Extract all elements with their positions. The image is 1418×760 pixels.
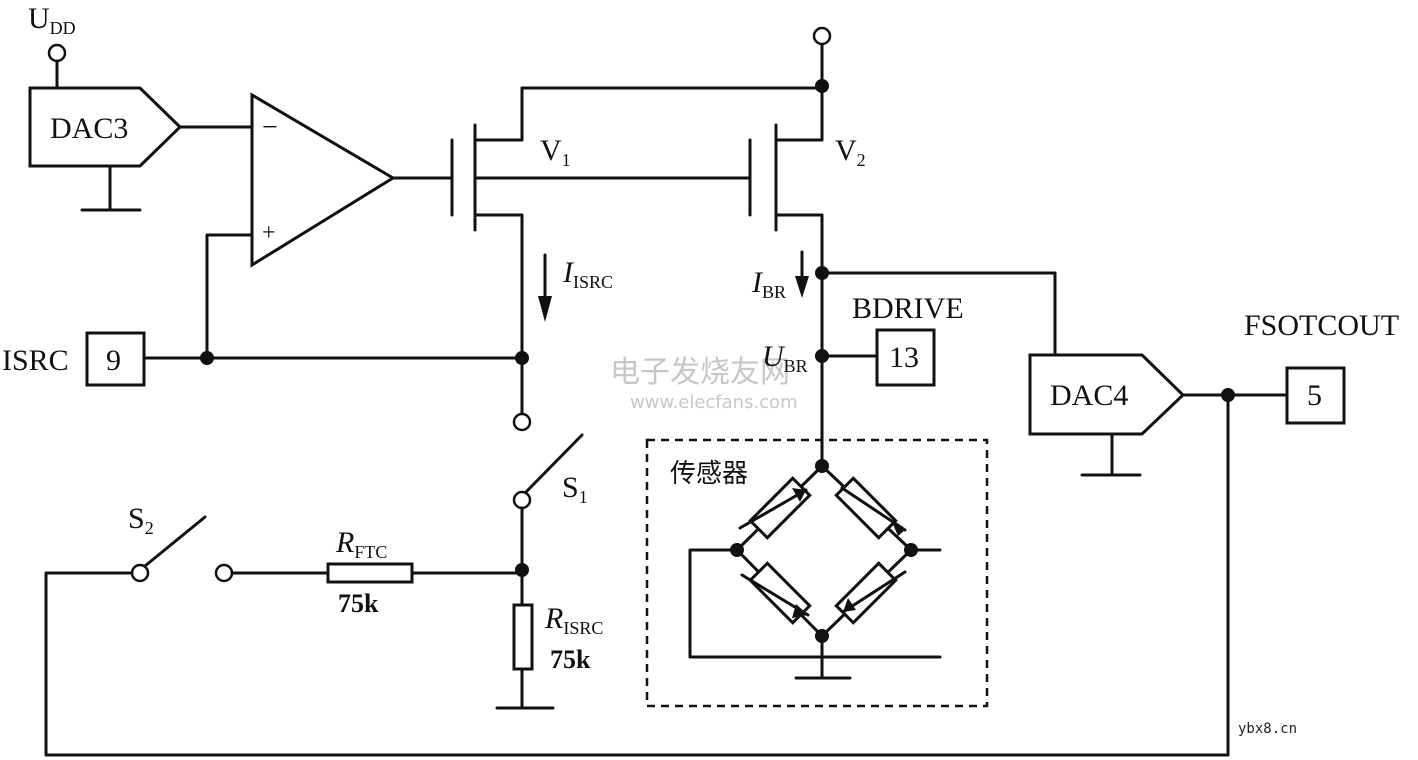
bridge-resistor-top-left: [748, 476, 812, 540]
current-ibr: IBR: [751, 250, 809, 302]
node-top-rail: [815, 79, 829, 93]
dac3-block: DAC3: [28, 86, 183, 212]
s2-label: S2: [128, 502, 154, 538]
rftc-label: RFTC: [335, 526, 387, 562]
pin-fsotcout-name: FSOTCOUT: [1244, 309, 1399, 342]
switch-s1: S1: [512, 433, 588, 510]
pin-bdrive: BDRIVE 13: [852, 292, 964, 387]
top-supply-terminal: [812, 26, 832, 46]
opamp-plus: +: [262, 220, 276, 246]
bridge-node-top: [815, 459, 829, 473]
transistor-v2: V2: [748, 86, 866, 462]
isrc-current-label: IISRC: [562, 256, 613, 292]
wire-to-dac4: [820, 271, 1057, 357]
dac4-label: DAC4: [1050, 379, 1128, 412]
dac3-label: DAC3: [50, 112, 128, 145]
ibr-arrow: [795, 276, 809, 298]
risrc-label: RISRC: [544, 602, 603, 638]
switch-s2: S2: [128, 502, 234, 583]
s1-label: S1: [562, 471, 588, 507]
pin-bdrive-number: 13: [889, 341, 919, 374]
bridge-resistor-top-right: [834, 476, 898, 540]
v1-label: V1: [540, 134, 571, 170]
watermark-chinese: 电子发烧友网: [610, 355, 790, 390]
watermark-url: www.elecfans.com: [630, 392, 798, 413]
bridge-resistor-bottom-right: [834, 561, 898, 625]
footer-site-label: ybx8.cn: [1238, 721, 1297, 737]
current-isrc: IISRC: [538, 253, 613, 322]
sensor-dashed-border: [645, 438, 989, 708]
rftc-value: 75k: [338, 589, 379, 618]
pin-isrc: ISRC 9: [2, 331, 146, 387]
s2-right-terminal: [214, 563, 234, 583]
node-isrc-feedback: [200, 351, 214, 365]
s1-upper-terminal: [512, 412, 532, 432]
wire-feedback-loop: [44, 393, 1230, 757]
ibr-current-label: IBR: [751, 266, 786, 302]
v2-label: V2: [835, 134, 866, 170]
udd-label: UDD: [28, 2, 76, 38]
opamp: − +: [250, 92, 396, 268]
pin-bdrive-name: BDRIVE: [852, 292, 964, 325]
rftc-body: [326, 562, 414, 584]
resistor-rftc: RFTC 75k: [326, 526, 414, 618]
udd-terminal: [47, 43, 67, 63]
opamp-minus: −: [262, 112, 278, 143]
transistor-v1: V1: [450, 86, 752, 360]
s1-lower-terminal: [512, 490, 532, 510]
pin-fsotcout-number: 5: [1307, 379, 1322, 412]
pin-isrc-name: ISRC: [2, 344, 69, 377]
isrc-arrow: [538, 296, 552, 322]
risrc-value: 75k: [550, 645, 591, 674]
resistor-risrc: RISRC 75k: [495, 568, 603, 710]
s2-blade: [143, 515, 207, 568]
risrc-body: [512, 603, 534, 671]
pin-fsotcout: FSOTCOUT 5: [1244, 309, 1399, 425]
pin-bdrive-box: [875, 328, 936, 387]
s1-blade: [524, 433, 584, 494]
dac4-block: DAC4: [1028, 353, 1186, 477]
wire-opamp-feedback: [205, 233, 254, 360]
s2-left-terminal: [130, 563, 150, 583]
pin-fsotcout-box: [1285, 366, 1346, 425]
supply-udd: UDD: [28, 2, 76, 90]
pin-isrc-number: 9: [106, 344, 121, 377]
sensor-bridge: 传感器: [645, 438, 989, 708]
pin-isrc-box: [85, 331, 146, 387]
ubr-voltage-label: UBR: [762, 340, 808, 376]
sensor-label: 传感器: [670, 459, 748, 489]
